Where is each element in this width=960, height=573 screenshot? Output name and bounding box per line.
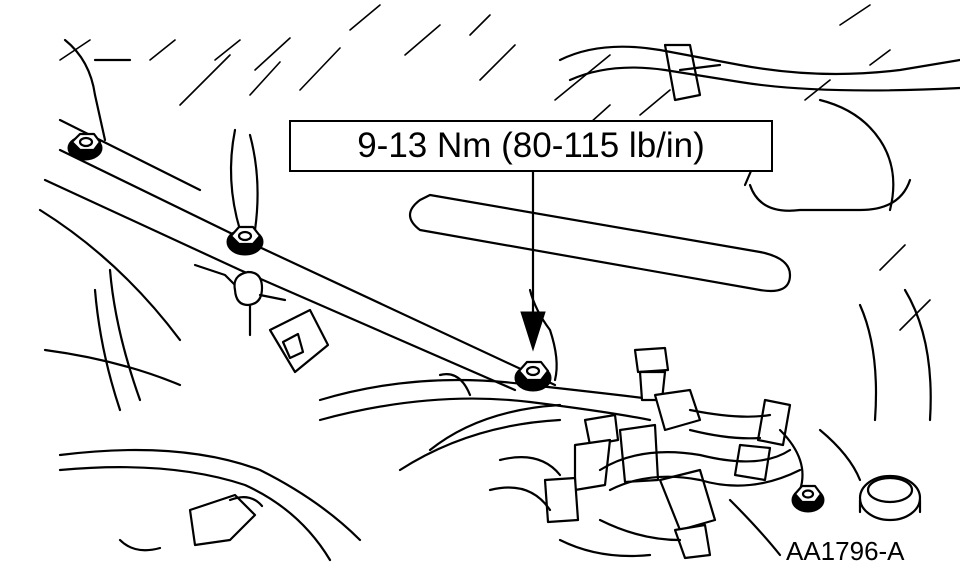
manifold-slot <box>408 193 792 293</box>
bolt-2 <box>226 225 264 256</box>
wiring-harness <box>318 378 662 402</box>
injector-cluster <box>488 346 804 560</box>
oil-filler-cap <box>858 474 922 522</box>
torque-callout: 9-13 Nm (80-115 lb/in) <box>289 120 773 172</box>
bolt-4 <box>791 484 825 513</box>
bolt-1 <box>67 132 103 161</box>
bracket-edge <box>63 38 107 142</box>
leader-arrow <box>520 170 546 352</box>
figure-id-label: AA1796-A <box>786 536 905 566</box>
hose-upper <box>558 45 960 76</box>
bolt-3 <box>514 360 552 392</box>
hose-clamp <box>188 493 257 547</box>
torque-spec-label: 9-13 Nm (80-115 lb/in) <box>357 126 705 165</box>
